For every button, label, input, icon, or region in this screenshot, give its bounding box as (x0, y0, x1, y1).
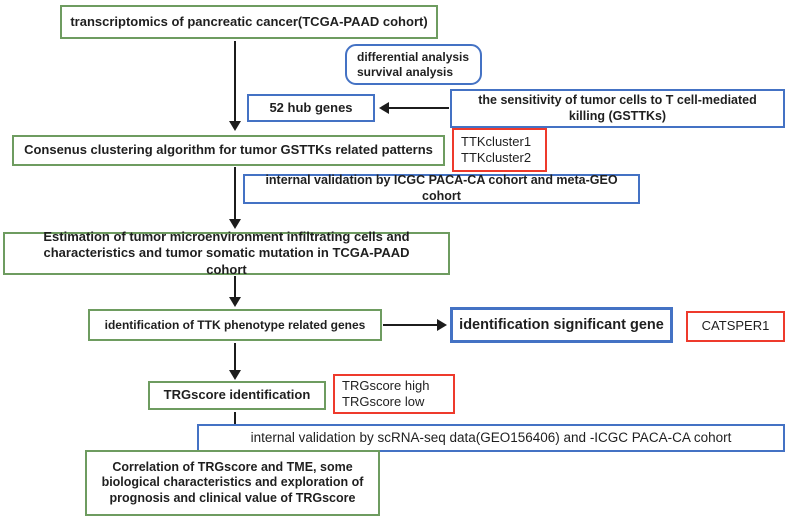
arrow-estimation-to-ttkgenes (229, 276, 241, 307)
correlation-label: Correlation of TRGscore and TME, some bi… (101, 459, 364, 505)
node-consensus: Consenus clustering algorithm for tumor … (12, 135, 445, 166)
arrow-ttkgenes-to-significantgene (383, 319, 447, 331)
analysis-methods-line2: survival analysis (357, 64, 454, 79)
analysis-methods-line1: differential analysis (357, 49, 470, 64)
node-trgscore-groups: TRGscore high TRGscore low (333, 374, 455, 414)
ttk-phenotype-genes-label: identification of TTK phenotype related … (104, 317, 366, 332)
trgscore-groups-line1: TRGscore high (342, 377, 430, 393)
catsper1-label: CATSPER1 (701, 318, 770, 334)
gsttks-label: the sensitivity of tumor cells to T cell… (478, 92, 757, 123)
node-transcriptomics: transcriptomics of pancreatic cancer(TCG… (60, 5, 438, 39)
node-estimation: Estimation of tumor microenvironment inf… (3, 229, 450, 277)
node-validation-icgc: internal validation by ICGC PACA-CA coho… (243, 173, 640, 204)
node-validation-scrna: internal validation by scRNA-seq data(GE… (197, 424, 785, 452)
arrow-ttkgenes-to-trgscore (229, 343, 241, 380)
node-transcriptomics-label: transcriptomics of pancreatic cancer(TCG… (70, 13, 428, 29)
ttk-clusters-line2: TTKcluster2 (461, 150, 532, 165)
node-ttk-phenotype-genes: identification of TTK phenotype related … (88, 309, 382, 341)
node-significant-gene: identification significant gene (450, 307, 673, 343)
node-catsper1: CATSPER1 (686, 311, 785, 342)
significant-gene-label: identification significant gene (459, 316, 664, 333)
consensus-label: Consenus clustering algorithm for tumor … (24, 142, 433, 158)
node-ttk-clusters: TTKcluster1 TTKcluster2 (452, 128, 547, 172)
ttk-clusters-line1: TTKcluster1 (461, 133, 532, 149)
node-correlation: Correlation of TRGscore and TME, some bi… (85, 450, 380, 516)
arrow-gsttks-to-hubgenes (379, 102, 449, 114)
estimation-label: Estimation of tumor microenvironment inf… (43, 229, 410, 277)
validation-icgc-label: internal validation by ICGC PACA-CA coho… (265, 173, 618, 203)
validation-scrna-label: internal validation by scRNA-seq data(GE… (250, 429, 732, 445)
node-gsttks: the sensitivity of tumor cells to T cell… (450, 89, 785, 128)
trgscore-identification-label: TRGscore identification (163, 387, 311, 403)
node-analysis-methods: differential analysis survival analysis (345, 44, 482, 85)
node-trgscore-identification: TRGscore identification (148, 381, 326, 410)
arrow-transcriptomics-to-consensus (229, 41, 241, 131)
hub-genes-label: 52 hub genes (269, 99, 353, 115)
arrow-consensus-to-estimation (229, 167, 241, 229)
trgscore-groups-line2: TRGscore low (342, 394, 425, 409)
node-hub-genes: 52 hub genes (247, 94, 375, 122)
